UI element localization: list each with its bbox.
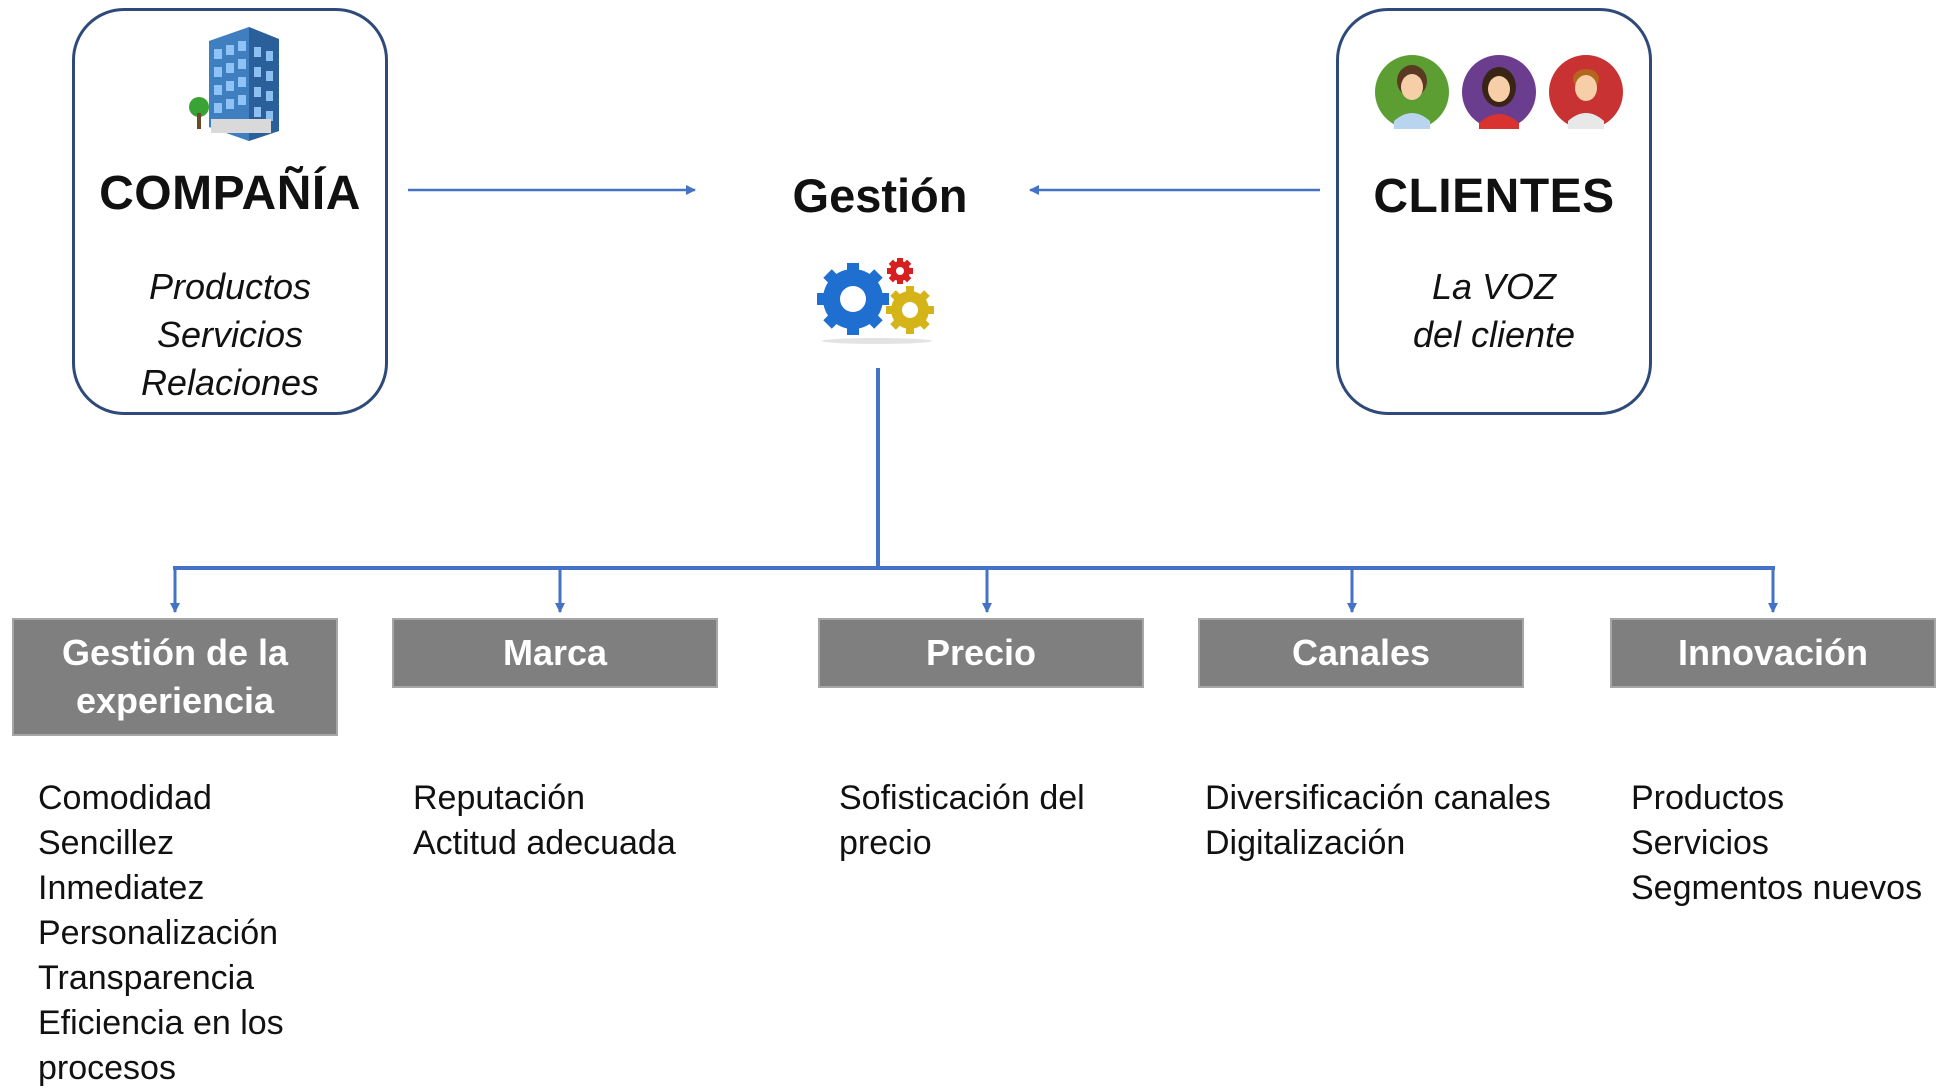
company-card: COMPAÑÍA Productos Servicios Relaciones [72,8,388,415]
avatar [1375,55,1449,129]
gestion-title: Gestión [792,169,968,222]
category-label-line: Precio [925,632,1037,673]
gears-icon [817,258,934,344]
company-line: Productos [148,266,312,307]
company-lines: Productos Servicios Relaciones [75,263,385,407]
list-item: Sencillez [38,824,175,862]
company-title: COMPAÑÍA [99,167,361,220]
category-label-line: Marca [502,632,608,673]
company-line: Relaciones [140,362,320,403]
list-item: Diversificación canales [1205,779,1551,817]
avatar [1462,55,1536,129]
list-item: Comodidad [38,779,212,817]
items-list-canales: Diversificación canales Digitalización [1205,776,1551,866]
category-box-experiencia: Gestión de la experiencia [12,618,338,736]
category-label-line: experiencia [75,680,275,721]
clients-line: del cliente [1412,314,1576,355]
list-item: Eficiencia en los [38,1004,284,1042]
list-item: Sofisticación del [839,779,1085,817]
category-box-canales: Canales [1198,618,1524,688]
category-box-precio: Precio [818,618,1144,688]
list-item: Actitud adecuada [413,824,676,862]
category-label-line: Innovación [1677,632,1869,673]
items-list-marca: Reputación Actitud adecuada [413,776,676,866]
category-box-marca: Marca [392,618,718,688]
items-list-innovacion: Productos Servicios Segmentos nuevos [1631,776,1922,911]
list-item: Reputación [413,779,586,817]
avatar [1549,55,1623,129]
red-gear [887,258,913,284]
yellow-gear [886,286,934,334]
list-item: Transparencia [38,959,255,997]
clients-lines: La VOZ del cliente [1339,263,1649,359]
category-label-line: Canales [1291,632,1431,673]
category-label-line: Gestión de la [61,632,289,673]
office-building-icon [189,27,279,141]
list-item: Productos [1631,779,1785,817]
list-item: Inmediatez [38,869,205,907]
people-avatars-icon [1375,55,1623,129]
clients-card: CLIENTES La VOZ del cliente [1336,8,1652,415]
category-box-innovacion: Innovación [1610,618,1936,688]
items-list-precio: Sofisticación del precio [839,776,1085,866]
list-item: Segmentos nuevos [1631,869,1923,907]
list-item: Digitalización [1205,824,1406,862]
list-item: procesos [38,1049,176,1087]
list-item: Personalización [38,914,279,952]
list-item: Servicios [1631,824,1769,862]
company-line: Servicios [156,314,304,355]
blue-gear [817,263,889,335]
clients-title: CLIENTES [1373,170,1615,223]
items-list-experiencia: Comodidad Sencillez Inmediatez Personali… [38,776,284,1091]
list-item: precio [839,824,932,862]
clients-line: La VOZ [1431,266,1557,307]
